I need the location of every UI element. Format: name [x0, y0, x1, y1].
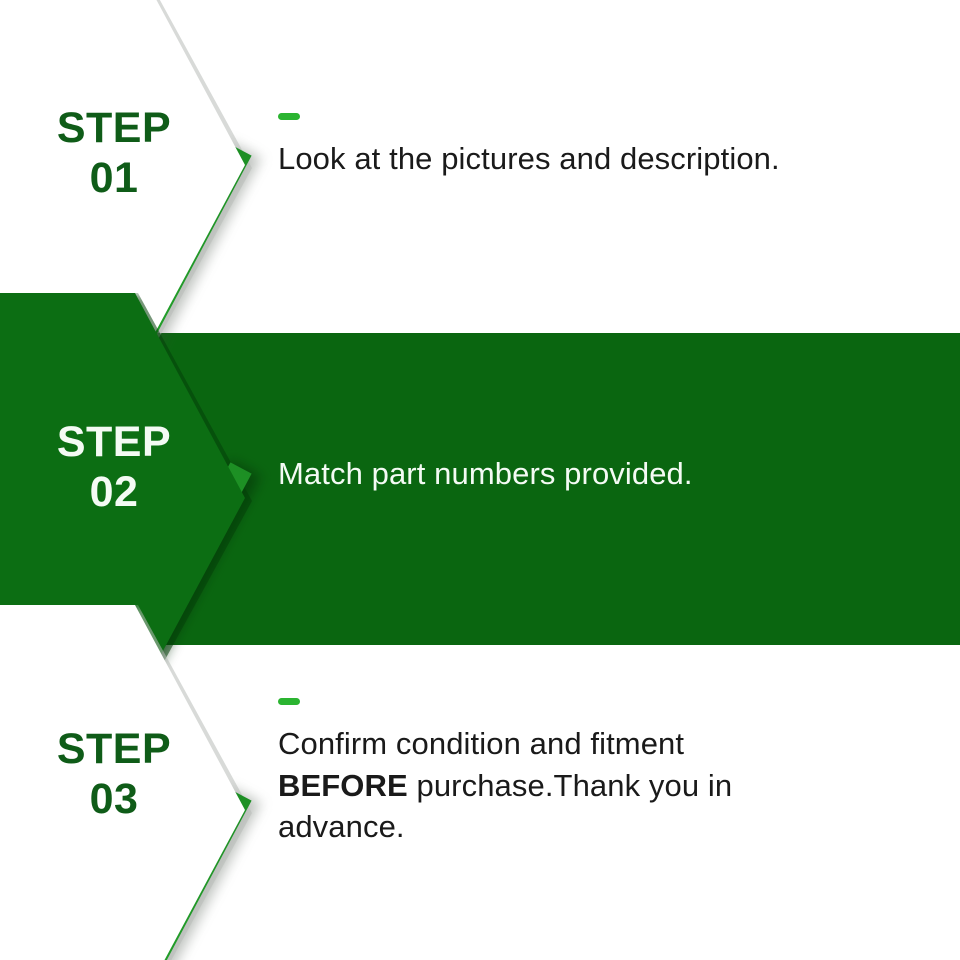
step-word-01: STEP — [56, 104, 172, 152]
step-label-02: STEP 02 — [0, 418, 228, 516]
step-word-02: STEP — [56, 418, 172, 466]
step-description-block-03: Confirm condition and fitment BEFORE pur… — [278, 698, 928, 848]
step-description-block-01: Look at the pictures and description. — [278, 113, 928, 180]
step-description-text-02: Match part numbers provided. — [278, 456, 693, 491]
step-row-03: STEP 03 Confirm condition and fitment BE… — [0, 605, 960, 960]
step-label-03: STEP 03 — [0, 725, 228, 823]
step-description-text-03: Confirm condition and fitment BEFORE pur… — [278, 726, 733, 845]
step-description-text-01: Look at the pictures and description. — [278, 141, 780, 176]
step-word-03: STEP — [56, 725, 172, 773]
step-number-01: 01 — [89, 153, 139, 202]
step-label-01: STEP 01 — [0, 104, 228, 202]
step-description-block-02: Match part numbers provided. — [278, 453, 928, 495]
step-row-02: STEP 02 Match part numbers provided. — [0, 293, 960, 960]
step-number-03: 03 — [89, 774, 139, 823]
step-number-02: 02 — [89, 467, 139, 516]
green-dash-marker-01 — [278, 113, 300, 120]
green-dash-marker-03 — [278, 698, 300, 705]
